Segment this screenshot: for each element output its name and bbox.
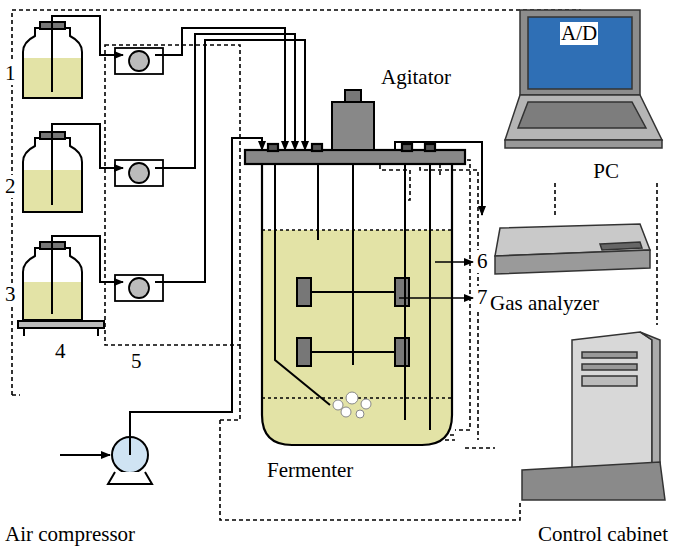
- control-cabinet-device-part: [582, 352, 637, 358]
- signal-line: [465, 447, 495, 449]
- node-label: Gas analyzer: [490, 291, 599, 315]
- fermenter-vessel-part: [402, 144, 412, 151]
- feed-tubes-part: [52, 236, 123, 282]
- callout-number: 4: [54, 340, 67, 363]
- air-compressor: [60, 428, 152, 484]
- node-label: Control cabinet: [538, 522, 668, 546]
- gas-analyzer-device-part: [495, 250, 650, 274]
- fermenter-vessel-part: [312, 144, 322, 151]
- agitator-part: [395, 278, 409, 306]
- control-cabinet-device-part: [522, 462, 665, 500]
- peristaltic-pumps-part: [129, 51, 149, 71]
- control-cabinet-device-part: [582, 376, 637, 386]
- fermenter-vessel-part: [245, 150, 465, 164]
- callout-number: 1: [4, 62, 17, 85]
- feed-tubes-part: [52, 124, 123, 168]
- air-compressor-part: [60, 454, 110, 456]
- control-cabinet-device-part: [640, 332, 660, 470]
- air-bubbles: [333, 392, 371, 418]
- laptop-pc-part: [518, 102, 646, 128]
- balance: [18, 321, 104, 328]
- signal-wires-part: [12, 10, 580, 395]
- feed-bottles: [18, 22, 104, 336]
- peristaltic-pumps-part: [115, 160, 163, 186]
- agitator-part: [297, 338, 311, 366]
- laptop-pc-part: [520, 10, 640, 95]
- node-label: Fermenter: [267, 458, 353, 482]
- fermenter-vessel-part: [425, 144, 435, 151]
- gas-analyzer-device-part: [600, 242, 642, 250]
- feed-bottles-part: [23, 132, 82, 212]
- peristaltic-pumps: [115, 48, 163, 301]
- gas-analyzer-node: Gas analyzer: [486, 215, 654, 315]
- air-bubbles-part: [341, 407, 351, 417]
- gas-analyzer-device: [495, 224, 650, 274]
- agitator-part: [332, 102, 374, 150]
- sparger-and-probes-part: [404, 164, 406, 420]
- callout-number: 2: [4, 175, 17, 198]
- sparger-and-probes-part: [429, 164, 431, 430]
- feed-tubes-part: [155, 28, 285, 150]
- callout-number: 6: [476, 250, 489, 273]
- feed-tubes-part: [155, 34, 295, 168]
- node-label: PC: [593, 159, 619, 183]
- sparger-and-probes-part: [399, 297, 473, 299]
- agitator: [297, 90, 409, 366]
- callout-number: 7: [476, 286, 489, 309]
- signal-line: [656, 183, 658, 325]
- control-cabinet-device: [522, 332, 665, 500]
- fermenter-node: Fermenter: [245, 150, 465, 484]
- air-bubbles-part: [346, 392, 358, 404]
- laptop-pc-part: [505, 95, 662, 140]
- laptop-pc-part: [528, 17, 632, 89]
- air-compressor-part: [129, 428, 131, 455]
- part-label: Agitator: [380, 66, 452, 89]
- agitator-part: [308, 351, 398, 353]
- control-cabinet-node: Control cabinet: [495, 325, 672, 548]
- feed-bottles-part-part: [51, 132, 53, 205]
- gas-line: [395, 142, 482, 215]
- fermenter-vessel-part: [262, 230, 452, 445]
- agitator-part: [308, 291, 398, 293]
- peristaltic-pumps-part: [129, 163, 149, 183]
- control-cabinet-device-part: [582, 364, 637, 370]
- pump-control-box: [105, 45, 240, 420]
- sparger-and-probes-part: [317, 164, 319, 240]
- feed-bottles-part: [23, 242, 82, 320]
- signal-line: [554, 183, 556, 215]
- air-compressor-part: [108, 472, 152, 484]
- feed-bottles-part-part: [51, 22, 53, 92]
- air-compressor-node: Air compressor: [3, 428, 225, 548]
- air-bubbles-part: [361, 399, 371, 409]
- agitator-part: [395, 338, 409, 366]
- control-cabinet-device-part: [572, 332, 652, 478]
- peristaltic-pumps-part: [115, 48, 163, 74]
- agitator-part: [297, 278, 311, 306]
- agitator-part: [352, 164, 354, 365]
- fermenter-vessel: [245, 144, 465, 445]
- air-bubbles-part: [356, 410, 364, 418]
- laptop-pc-part: [505, 140, 662, 148]
- laptop-pc: [505, 10, 662, 148]
- part-label: A/D: [560, 22, 598, 45]
- signal-wires-part: [12, 394, 20, 396]
- feed-bottles-part-part: [51, 242, 53, 314]
- feed-bottles-part: [23, 22, 82, 98]
- agitator-part: [345, 90, 361, 102]
- gas-line: [130, 138, 262, 428]
- fermenter-vessel-part: [262, 229, 452, 231]
- fermenter-vessel-part: [262, 165, 452, 445]
- air-bubbles-part: [333, 400, 343, 410]
- sparger-and-probes: [275, 164, 473, 430]
- callout-number: 3: [4, 283, 17, 306]
- peristaltic-pumps-part: [115, 275, 163, 301]
- sparger-and-probes-part: [435, 261, 473, 263]
- feed-tubes-part: [52, 16, 123, 55]
- feed-bottles-part: [24, 328, 98, 336]
- peristaltic-pumps-part: [129, 278, 149, 298]
- fermenter-vessel-part: [268, 144, 278, 151]
- sparger-and-probes-part: [275, 164, 330, 405]
- callout-number: 5: [130, 350, 143, 373]
- node-label: Air compressor: [5, 522, 135, 546]
